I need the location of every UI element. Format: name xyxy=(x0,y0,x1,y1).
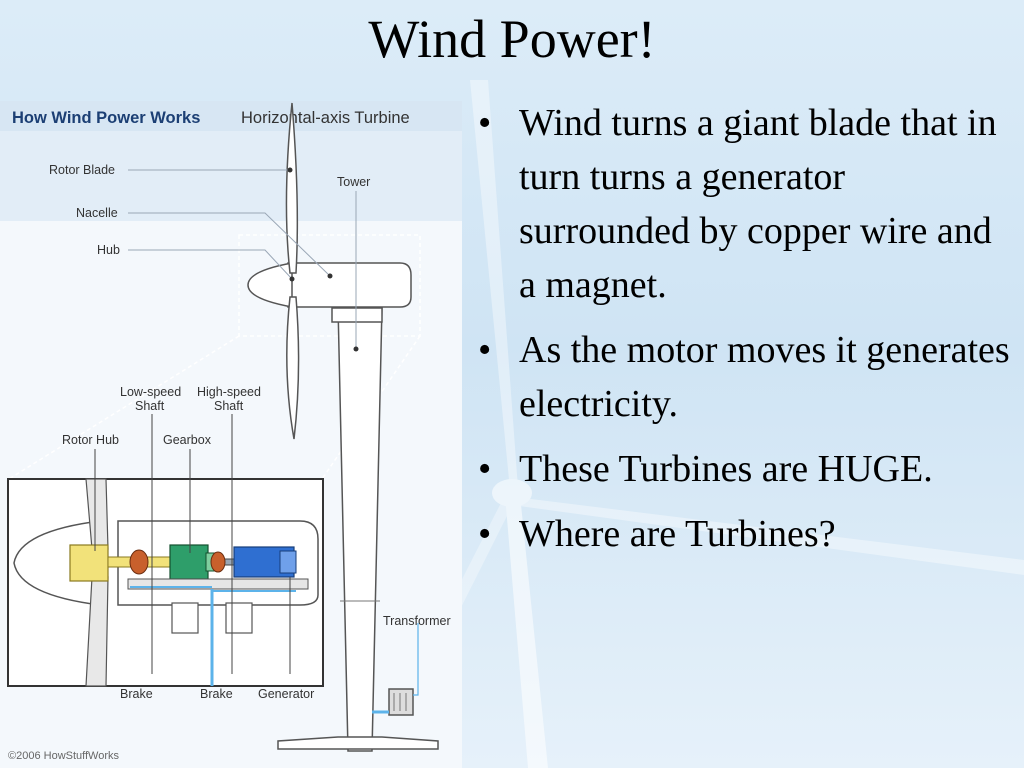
hub-shape xyxy=(247,262,293,308)
label-hub: Hub xyxy=(97,243,120,257)
transformer-box xyxy=(388,688,414,716)
bullet-list: • Wind turns a giant blade that in turn t… xyxy=(478,96,1018,572)
bullet-dot-icon: • xyxy=(478,513,492,555)
bullet-text: Where are Turbines? xyxy=(519,513,836,555)
diagram-copyright: ©2006 HowStuffWorks xyxy=(8,750,120,762)
label-low-speed-shaft-line2: Shaft xyxy=(135,399,165,413)
label-gearbox: Gearbox xyxy=(163,433,212,447)
rotor-blade-lower xyxy=(286,296,300,440)
tower-shape xyxy=(337,305,383,752)
bullet-text: These Turbines are HUGE. xyxy=(519,448,933,490)
label-transformer: Transformer xyxy=(383,614,451,628)
bullet-item: • These Turbines are HUGE. xyxy=(478,442,1018,496)
label-low-speed-shaft-line1: Low-speed xyxy=(120,385,181,399)
label-high-speed-shaft-line1: High-speed xyxy=(197,385,261,399)
rotor-hub-component xyxy=(69,544,109,582)
bullet-dot-icon: • xyxy=(478,102,492,144)
label-brake-1: Brake xyxy=(120,687,153,701)
bullet-dot-icon: • xyxy=(478,329,492,371)
brake-component-1 xyxy=(129,549,149,575)
bullet-text: Wind turns a giant blade that in turn tu… xyxy=(519,102,997,306)
label-brake-2: Brake xyxy=(200,687,233,701)
bullet-item: • Wind turns a giant blade that in turn t… xyxy=(478,96,1018,312)
wind-turbine-diagram: How Wind Power Works Horizontal-axis Tur… xyxy=(0,101,462,768)
label-nacelle: Nacelle xyxy=(76,206,118,220)
bullet-dot-icon: • xyxy=(478,448,492,490)
label-high-speed-shaft-line2: Shaft xyxy=(214,399,244,413)
slide-title: Wind Power! xyxy=(368,9,656,69)
label-rotor-hub: Rotor Hub xyxy=(62,433,119,447)
bullet-item: • As the motor moves it generates electri… xyxy=(478,323,1018,431)
label-generator: Generator xyxy=(258,687,314,701)
bullet-text: As the motor moves it generates electric… xyxy=(519,329,1010,425)
bullet-item: • Where are Turbines? xyxy=(478,507,1018,561)
diagram-heading: How Wind Power Works xyxy=(12,109,200,127)
diagram-subheading: Horizontal-axis Turbine xyxy=(241,109,410,127)
label-rotor-blade: Rotor Blade xyxy=(49,163,115,177)
brake-component-2 xyxy=(210,551,226,573)
label-tower: Tower xyxy=(337,175,370,189)
rotor-blade-upper xyxy=(285,102,299,274)
nacelle-shape xyxy=(287,262,412,308)
gearbox-component xyxy=(169,544,209,580)
